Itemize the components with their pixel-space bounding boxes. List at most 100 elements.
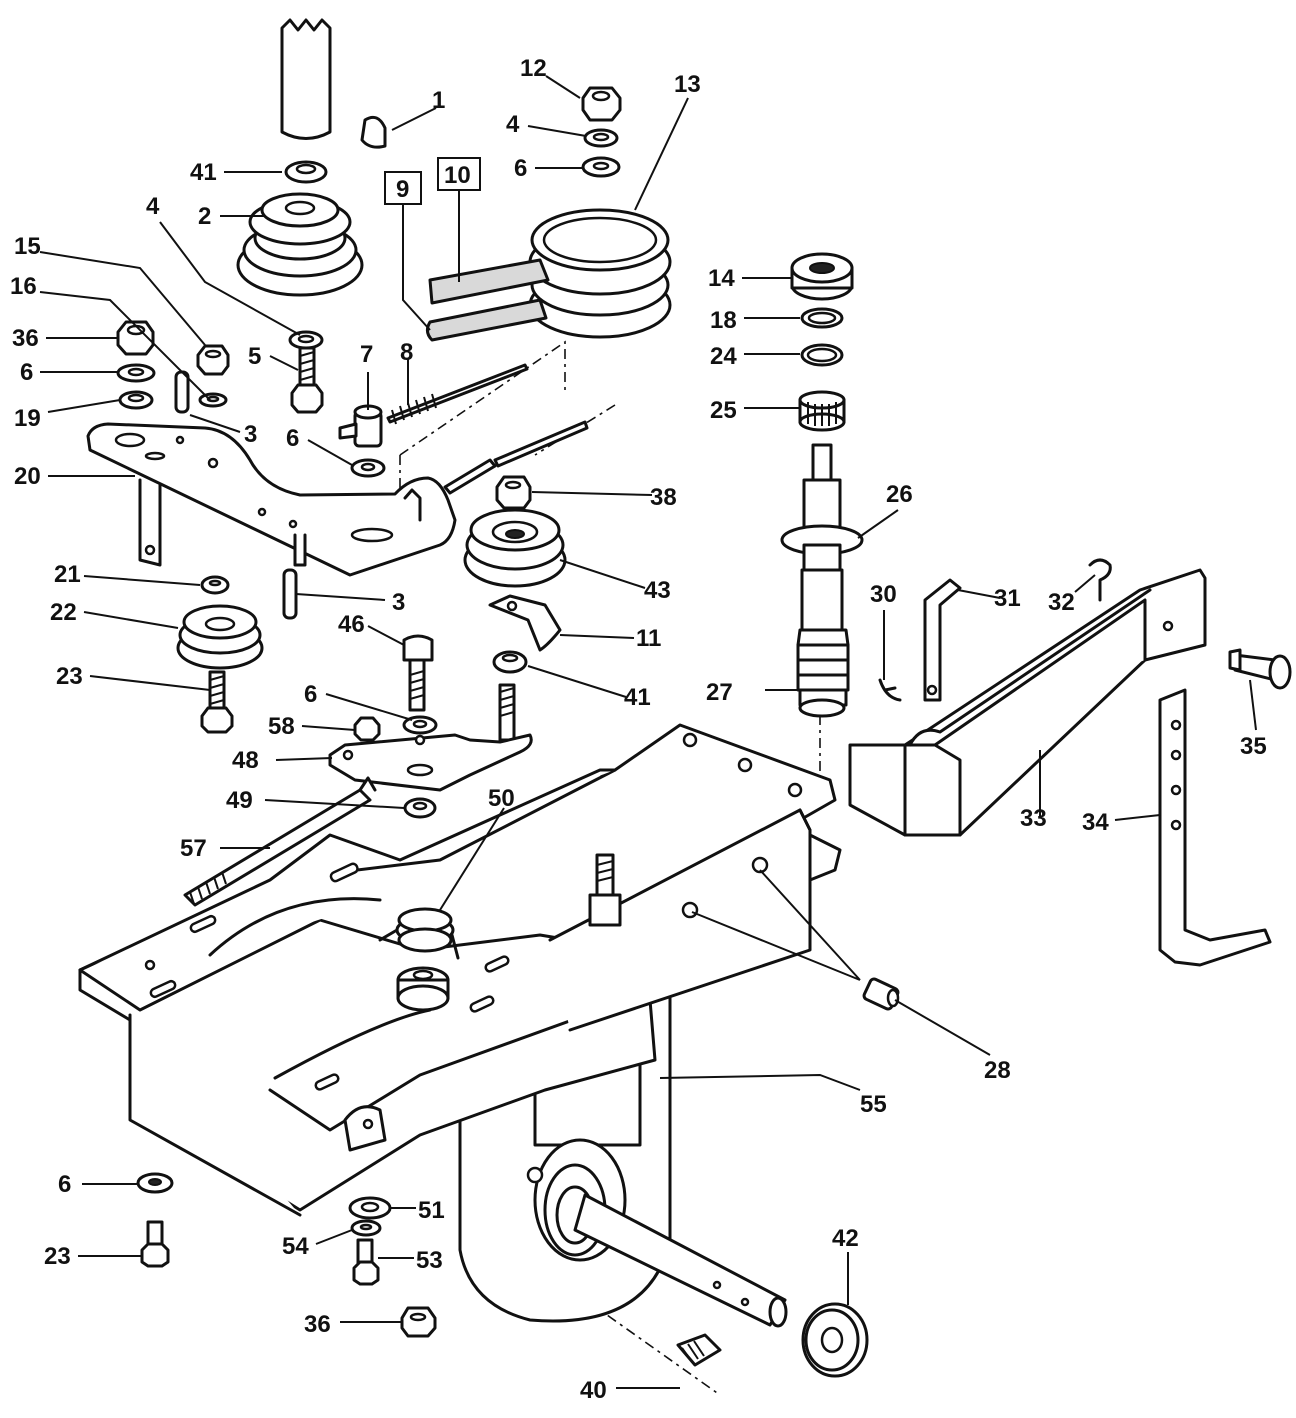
box-9 — [384, 171, 422, 205]
washer-6-top — [581, 156, 621, 178]
callout-2: 2 — [198, 203, 211, 230]
frame-55 — [78, 723, 842, 1328]
lock-washer-4-left — [288, 330, 324, 350]
nut-58 — [353, 716, 381, 742]
callout-55: 55 — [860, 1091, 887, 1118]
pin-31 — [923, 578, 962, 702]
idler-pulley-43 — [463, 508, 567, 588]
callout-5: 5 — [248, 343, 261, 370]
threaded-rod-8 — [386, 363, 529, 425]
woodruff-key-1 — [360, 115, 387, 149]
callout-24: 24 — [710, 343, 737, 370]
clevis-pin-35 — [1228, 648, 1292, 690]
callout-42: 42 — [832, 1225, 859, 1252]
callout-58: 58 — [268, 713, 295, 740]
bracket-48 — [328, 733, 533, 792]
bolt-5 — [290, 346, 324, 414]
callout-6-top: 6 — [514, 155, 527, 182]
belt-guide-11 — [488, 594, 562, 652]
needle-bearing-25 — [798, 390, 846, 432]
washer-6-left — [116, 363, 156, 383]
callout-41-mid: 41 — [624, 684, 651, 711]
idler-arm-20 — [86, 422, 457, 577]
motor-shaft — [280, 18, 332, 140]
bolt-46 — [402, 634, 434, 712]
bushing-28 — [862, 977, 900, 1011]
callout-30: 30 — [870, 581, 897, 608]
clip-32 — [1088, 558, 1112, 602]
callout-40: 40 — [580, 1377, 607, 1404]
washer-6-mid — [350, 458, 386, 478]
callout-6-bracket: 6 — [304, 681, 317, 708]
pulley-22 — [176, 604, 264, 670]
eyebolt-7 — [338, 404, 383, 448]
callout-9: 9 — [396, 176, 409, 203]
callout-8: 8 — [400, 339, 413, 366]
callout-31: 31 — [994, 585, 1021, 612]
bushing-41-top — [284, 160, 328, 184]
ring-24 — [800, 343, 844, 367]
spacer-19 — [118, 390, 154, 410]
callout-7: 7 — [360, 341, 373, 368]
callout-36-top: 36 — [12, 325, 39, 352]
callout-35: 35 — [1240, 733, 1267, 760]
callout-3-lower: 3 — [392, 589, 405, 616]
callout-11: 11 — [636, 625, 661, 652]
callout-46: 46 — [338, 611, 365, 638]
callout-43: 43 — [644, 577, 671, 604]
stud-48 — [498, 683, 516, 742]
callout-20: 20 — [14, 463, 41, 490]
worm-gear-27 — [796, 568, 850, 718]
callout-22: 22 — [50, 599, 77, 626]
callout-16: 16 — [10, 273, 37, 300]
callout-57: 57 — [180, 835, 207, 862]
callout-10: 10 — [444, 162, 471, 189]
pulley-2 — [236, 192, 364, 297]
arm-33 — [848, 568, 1207, 837]
callout-28: 28 — [984, 1057, 1011, 1084]
nut-36-lower — [400, 1306, 437, 1338]
plug-40 — [676, 1333, 722, 1367]
callout-32: 32 — [1048, 589, 1075, 616]
nut-12 — [581, 86, 622, 122]
control-cable — [443, 420, 589, 495]
callout-38: 38 — [650, 484, 677, 511]
washer-6-bracket — [402, 715, 438, 735]
bolt-23-left — [200, 670, 234, 734]
callout-25: 25 — [710, 397, 737, 424]
bearing-14 — [790, 252, 854, 301]
lock-washer-54 — [350, 1219, 382, 1237]
box-10 — [437, 157, 481, 191]
bolt-23-lower — [140, 1220, 170, 1268]
worm-shaft-26 — [780, 443, 864, 572]
circlip-18 — [800, 307, 844, 329]
pulley-13 — [528, 208, 672, 339]
rod-57 — [183, 776, 377, 907]
callout-15: 15 — [14, 233, 41, 260]
washer-16 — [198, 392, 228, 408]
washer-51 — [348, 1196, 392, 1220]
callout-4-left: 4 — [146, 193, 160, 220]
callout-27: 27 — [706, 679, 733, 706]
callout-21: 21 — [54, 561, 81, 588]
callout-23-lower: 23 — [44, 1243, 71, 1270]
washer-42 — [801, 1302, 869, 1378]
pin-3-upper — [174, 370, 190, 414]
bushing-41-mid — [492, 650, 528, 674]
callout-labels: 1 41 2 12 4 6 13 9 10 4 15 16 36 6 19 5 … — [10, 55, 1267, 1404]
callout-6-left: 6 — [20, 359, 33, 386]
callout-49: 49 — [226, 787, 253, 814]
callout-53: 53 — [416, 1247, 443, 1274]
callout-54: 54 — [282, 1233, 309, 1260]
callout-1: 1 — [432, 87, 445, 114]
callout-14: 14 — [708, 265, 735, 292]
callout-3-upper: 3 — [244, 421, 257, 448]
pin-3-lower — [282, 568, 298, 620]
callout-18: 18 — [710, 307, 737, 334]
callout-6-lower: 6 — [58, 1171, 71, 1198]
washer-6-lower — [136, 1172, 174, 1194]
callout-41-top: 41 — [190, 159, 217, 186]
callout-12: 12 — [520, 55, 547, 82]
cotter-30 — [878, 678, 902, 702]
callout-23-left: 23 — [56, 663, 83, 690]
